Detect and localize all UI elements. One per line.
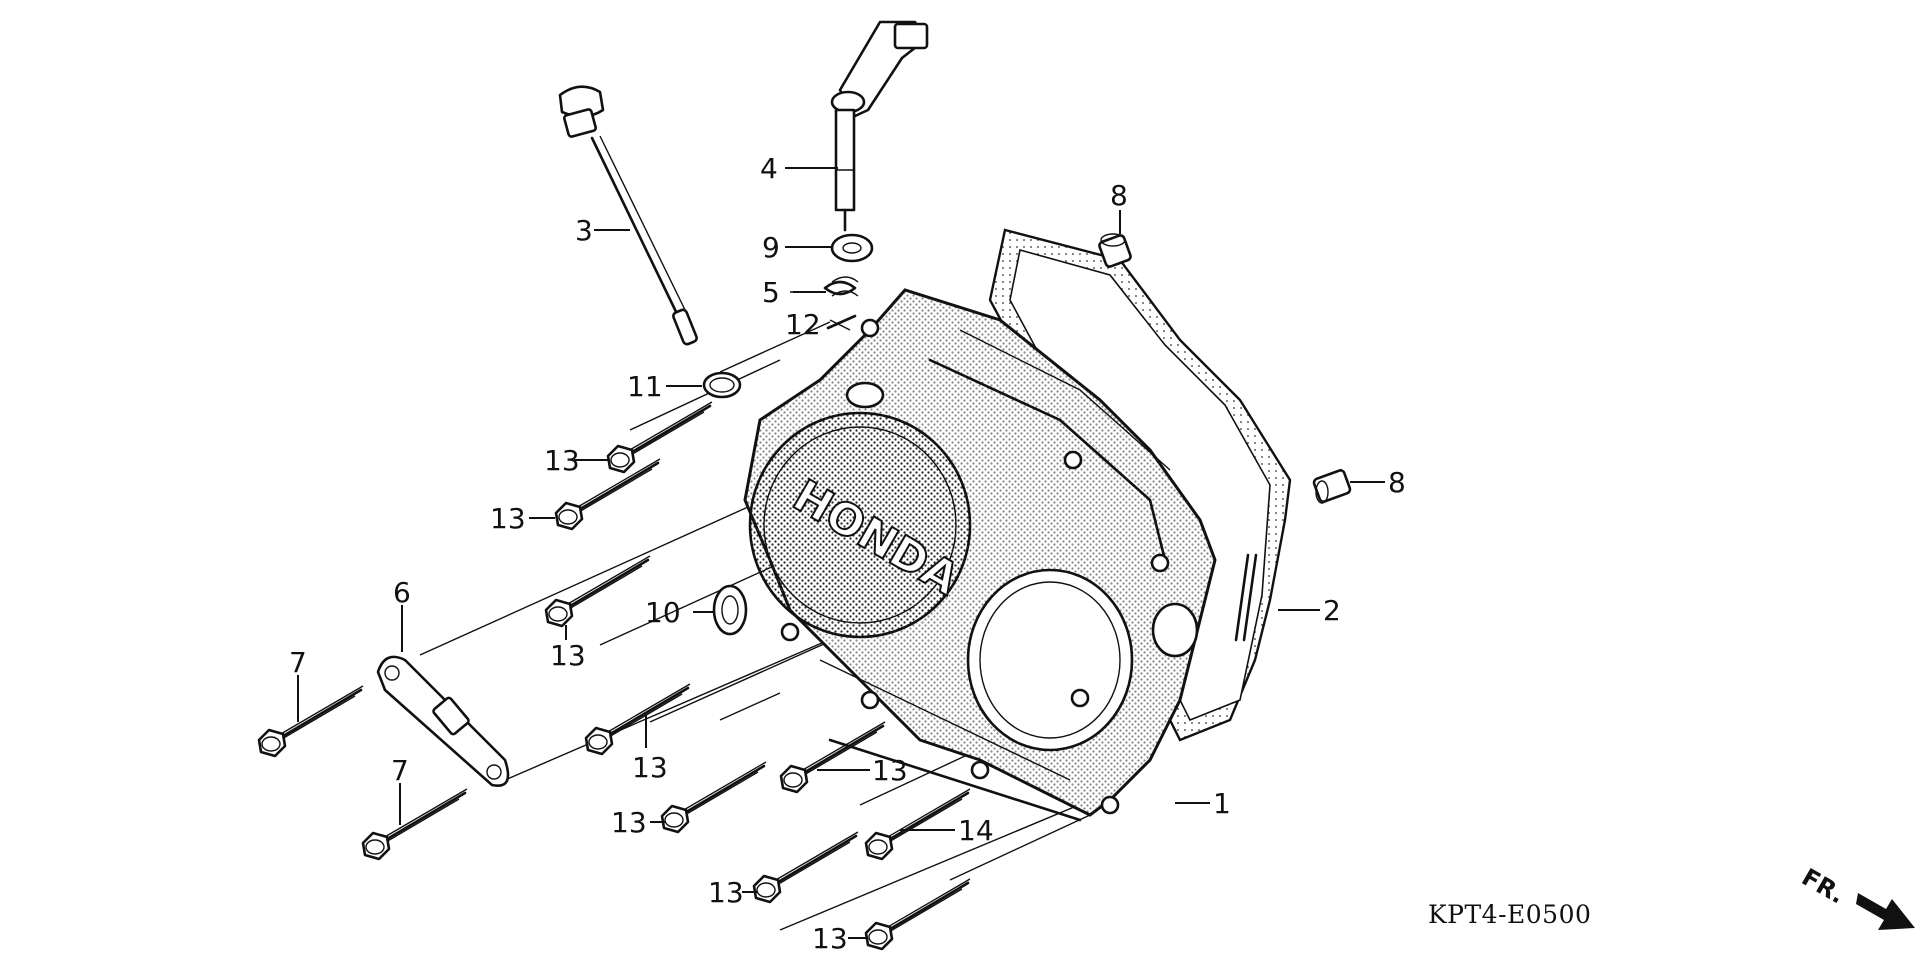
arrow-down-right-icon xyxy=(1856,893,1915,930)
direction-label: FR. xyxy=(1797,863,1849,909)
flange-bolt xyxy=(584,682,692,756)
flange-bolt xyxy=(752,830,860,904)
callout-14: 14 xyxy=(958,814,994,847)
dowel-pin xyxy=(1312,469,1352,504)
callout-8: 8 xyxy=(1110,179,1128,212)
flange-bolt xyxy=(864,877,972,951)
flange-bolt xyxy=(660,760,768,834)
stay-bolt xyxy=(257,684,365,758)
flange-bolt xyxy=(779,720,887,794)
dowel-pin xyxy=(1098,233,1132,268)
stay-bolt xyxy=(361,787,469,861)
callout-13: 13 xyxy=(611,806,647,839)
oil-seal xyxy=(830,233,874,263)
callout-7: 7 xyxy=(289,646,307,679)
right-crankcase-cover: HONDA xyxy=(743,288,1217,822)
callout-12: 12 xyxy=(785,308,821,341)
callouts: 1 2 3 4 5 6 7 7 8 8 9 10 11 12 13 13 13 … xyxy=(289,152,1406,955)
oil-seal-large xyxy=(712,584,748,636)
callout-3: 3 xyxy=(575,214,593,247)
o-ring xyxy=(702,371,742,399)
callout-11: 11 xyxy=(627,370,663,403)
callout-7: 7 xyxy=(391,754,409,787)
front-direction-indicator: FR. xyxy=(1797,863,1915,930)
callout-8: 8 xyxy=(1388,466,1406,499)
clutch-lifter-arm xyxy=(830,20,929,232)
callout-2: 2 xyxy=(1323,594,1341,627)
callout-13: 13 xyxy=(812,922,848,955)
callout-13: 13 xyxy=(708,876,744,909)
callout-1: 1 xyxy=(1213,787,1231,820)
callout-6: 6 xyxy=(393,576,411,609)
callout-4: 4 xyxy=(760,152,778,185)
callout-13: 13 xyxy=(544,444,580,477)
oil-dipstick xyxy=(558,85,698,346)
callout-10: 10 xyxy=(645,596,681,629)
diagram-code: KPT4-E0500 xyxy=(1428,900,1591,929)
return-spring xyxy=(790,276,859,297)
flange-bolt xyxy=(606,400,714,474)
callout-13: 13 xyxy=(632,751,668,784)
leader-lines xyxy=(297,167,1385,939)
callout-13: 13 xyxy=(490,502,526,535)
cable-stay xyxy=(376,655,510,787)
spring-pin xyxy=(826,314,857,331)
flange-bolt xyxy=(864,787,972,861)
callout-13: 13 xyxy=(550,639,586,672)
callout-13: 13 xyxy=(872,754,908,787)
callout-5: 5 xyxy=(762,276,780,309)
callout-9: 9 xyxy=(762,231,780,264)
